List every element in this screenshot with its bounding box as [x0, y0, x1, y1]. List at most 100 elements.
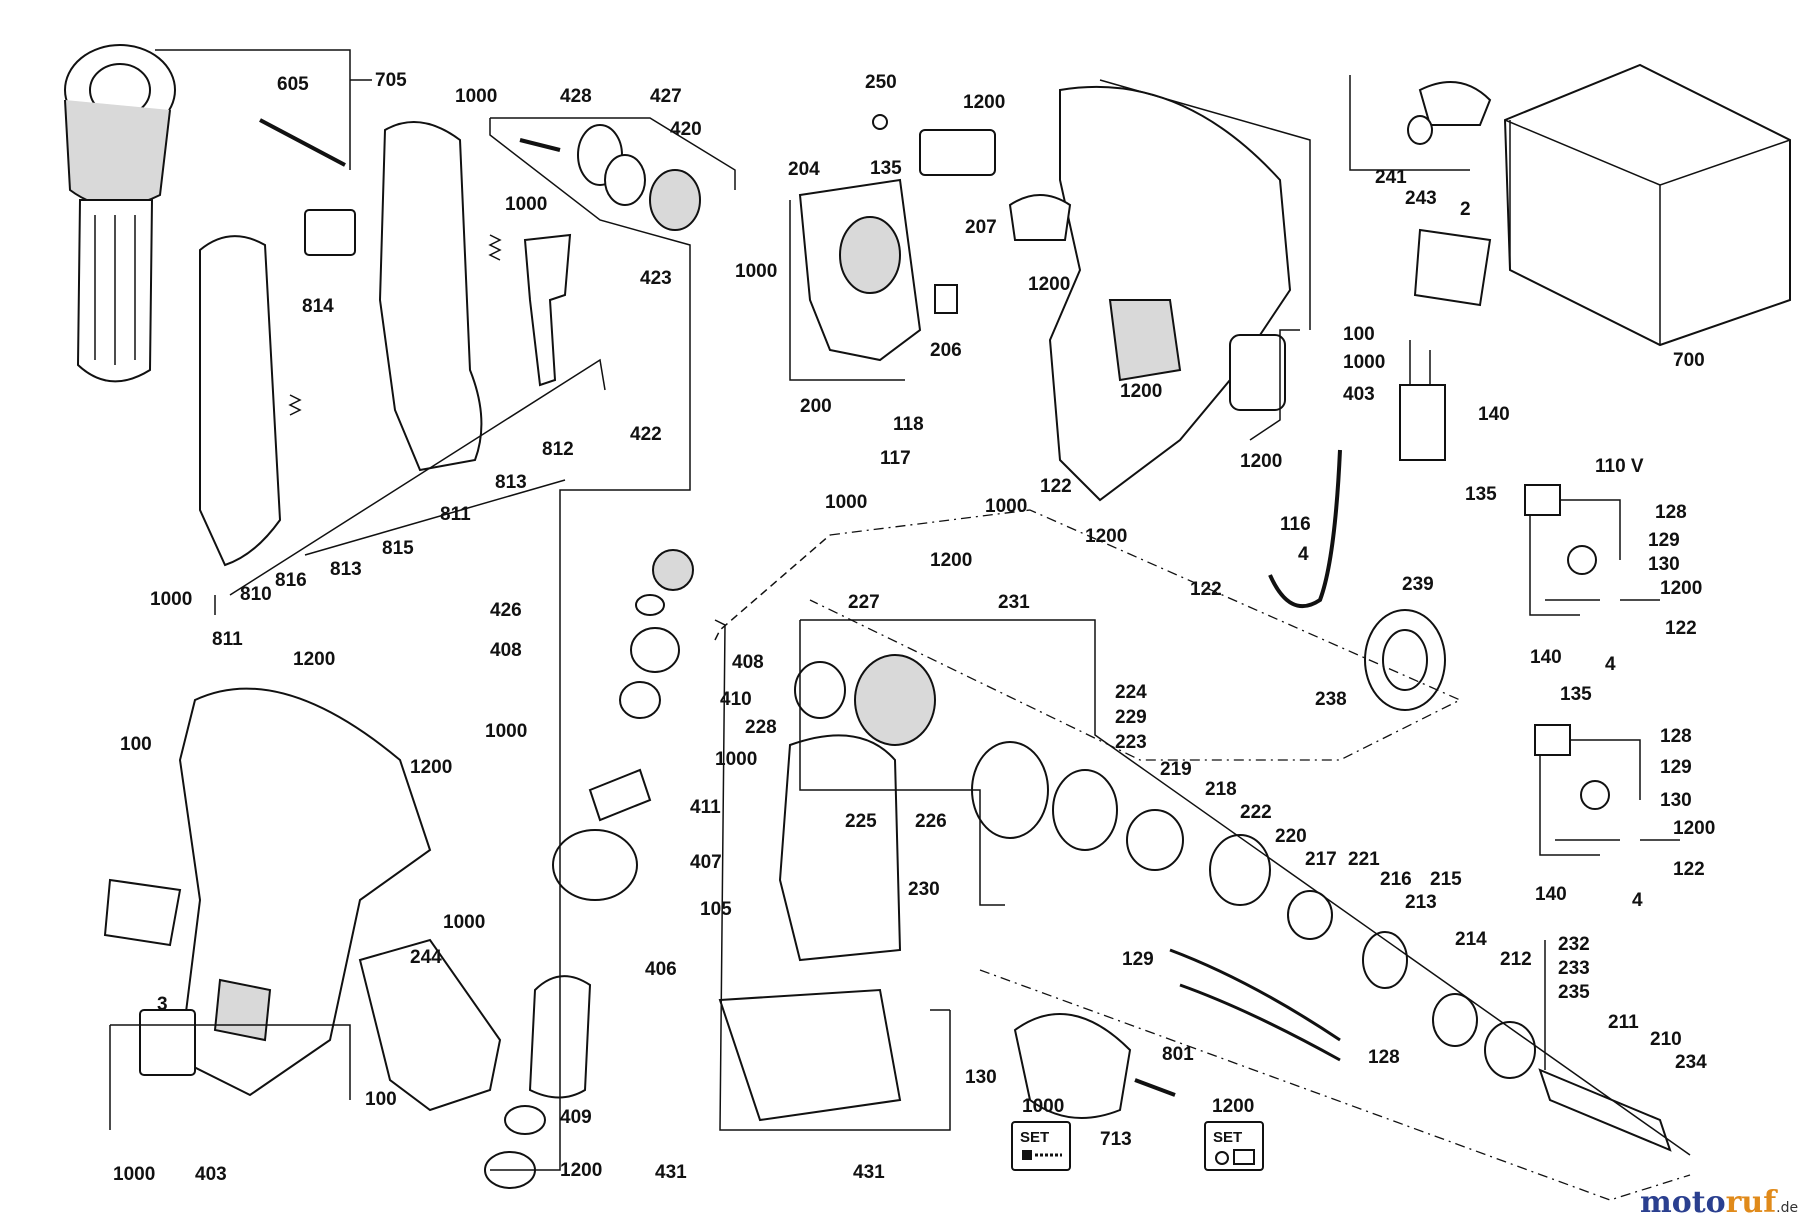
label-130: 130 — [1660, 790, 1692, 811]
screw-icon — [1022, 1150, 1032, 1160]
label-1000: 1000 — [455, 86, 497, 107]
label-1200: 1200 — [293, 649, 335, 670]
label-810: 810 — [240, 584, 272, 605]
label-222: 222 — [1240, 802, 1272, 823]
label-4: 4 — [1298, 544, 1309, 565]
label-211: 211 — [1608, 1012, 1639, 1033]
watermark-part-2: ruf — [1726, 1185, 1779, 1220]
label-420: 420 — [670, 119, 702, 140]
label-1200: 1200 — [560, 1160, 602, 1181]
set-badge-label: SET — [1213, 1129, 1242, 1146]
handle-shell-left — [199, 235, 282, 567]
label-128: 128 — [1368, 1047, 1400, 1068]
label-129: 129 — [1660, 757, 1692, 778]
fan-407 — [552, 829, 638, 901]
cable-128 — [1179, 983, 1341, 1062]
label-100: 100 — [120, 734, 152, 755]
component-130a — [1567, 545, 1597, 575]
label-221: 221 — [1348, 849, 1380, 870]
label-238: 238 — [1315, 689, 1347, 710]
switch-135c — [1534, 724, 1571, 756]
label-427: 427 — [650, 86, 682, 107]
label-227: 227 — [848, 592, 880, 613]
label-234: 234 — [1675, 1052, 1707, 1073]
housing-window — [1108, 299, 1182, 382]
label-118: 118 — [893, 414, 924, 435]
label-1200: 1200 — [1673, 818, 1715, 839]
bearing-408 — [630, 627, 680, 673]
label-1200: 1200 — [930, 550, 972, 571]
label-1200: 1200 — [1120, 381, 1162, 402]
switch-135b — [1524, 484, 1561, 516]
label-431: 431 — [853, 1162, 885, 1183]
label-4: 4 — [1605, 654, 1616, 675]
label-410: 410 — [720, 689, 752, 710]
pin-605 — [259, 118, 346, 167]
label-218: 218 — [1205, 779, 1237, 800]
cable-129 — [1169, 948, 1341, 1042]
label-811: 811 — [440, 504, 471, 525]
plate-411 — [588, 768, 652, 822]
label-407: 407 — [690, 852, 722, 873]
screw-1000 — [519, 138, 561, 152]
label-1000: 1000 — [443, 912, 485, 933]
chuck-713 — [1013, 1013, 1132, 1119]
part-217 — [1287, 890, 1333, 940]
watermark-suffix: .de — [1776, 1200, 1798, 1216]
ball-250 — [872, 114, 888, 130]
screw-801 — [1134, 1078, 1176, 1097]
gear-426 — [652, 549, 694, 591]
label-225: 225 — [845, 811, 877, 832]
cover-207 — [1008, 194, 1072, 241]
watermark-part-1: moto — [1640, 1185, 1726, 1220]
set-badge-washers: SET — [1204, 1121, 1264, 1171]
label-411: 411 — [690, 797, 721, 818]
gear-227 — [854, 654, 936, 746]
stator-105 — [778, 734, 902, 962]
label-213: 213 — [1405, 892, 1437, 913]
label-409: 409 — [560, 1107, 592, 1128]
label-406: 406 — [645, 959, 677, 980]
spring-813 — [488, 234, 502, 261]
gear-wheel-204 — [839, 216, 901, 294]
label-1000: 1000 — [735, 261, 777, 282]
label-215: 215 — [1430, 869, 1462, 890]
label-230: 230 — [908, 879, 940, 900]
label-1000: 1000 — [150, 589, 192, 610]
label-220: 220 — [1275, 826, 1307, 847]
label-216: 216 — [1380, 869, 1412, 890]
label-4: 4 — [1632, 890, 1643, 911]
label-239: 239 — [1402, 574, 1434, 595]
label-1000: 1000 — [505, 194, 547, 215]
label-122: 122 — [1040, 476, 1072, 497]
label-224: 224 — [1115, 682, 1147, 703]
label-226: 226 — [915, 811, 947, 832]
label-813: 813 — [330, 559, 362, 580]
label-1200: 1200 — [963, 92, 1005, 113]
leader-lines — [109, 49, 1691, 1201]
label-1000: 1000 — [715, 749, 757, 770]
label-129: 129 — [1122, 949, 1154, 970]
set-badge-screws: SET — [1011, 1121, 1071, 1171]
label-2 — [1413, 228, 1492, 307]
label-244: 244 — [410, 947, 442, 968]
watermark-logo: motoruf.de — [1640, 1185, 1798, 1220]
switch-135 — [919, 129, 996, 176]
label-140: 140 — [1530, 647, 1562, 668]
label-814: 814 — [302, 296, 334, 317]
label-135: 135 — [1465, 484, 1497, 505]
label-128: 128 — [1660, 726, 1692, 747]
label-3: 3 — [157, 994, 168, 1015]
label-100: 100 — [1343, 324, 1375, 345]
kit-icon — [1233, 1149, 1255, 1165]
label-117: 117 — [880, 448, 911, 469]
flange-228 — [794, 661, 846, 719]
label-232: 232 — [1558, 934, 1590, 955]
label-1000: 1000 — [1022, 1096, 1064, 1117]
label-1000: 1000 — [985, 496, 1027, 517]
label-100: 100 — [365, 1089, 397, 1110]
label-403: 403 — [1343, 384, 1375, 405]
part-219 — [1126, 809, 1184, 871]
label-140: 140 — [1478, 404, 1510, 425]
carry-case-700 — [1503, 63, 1791, 347]
